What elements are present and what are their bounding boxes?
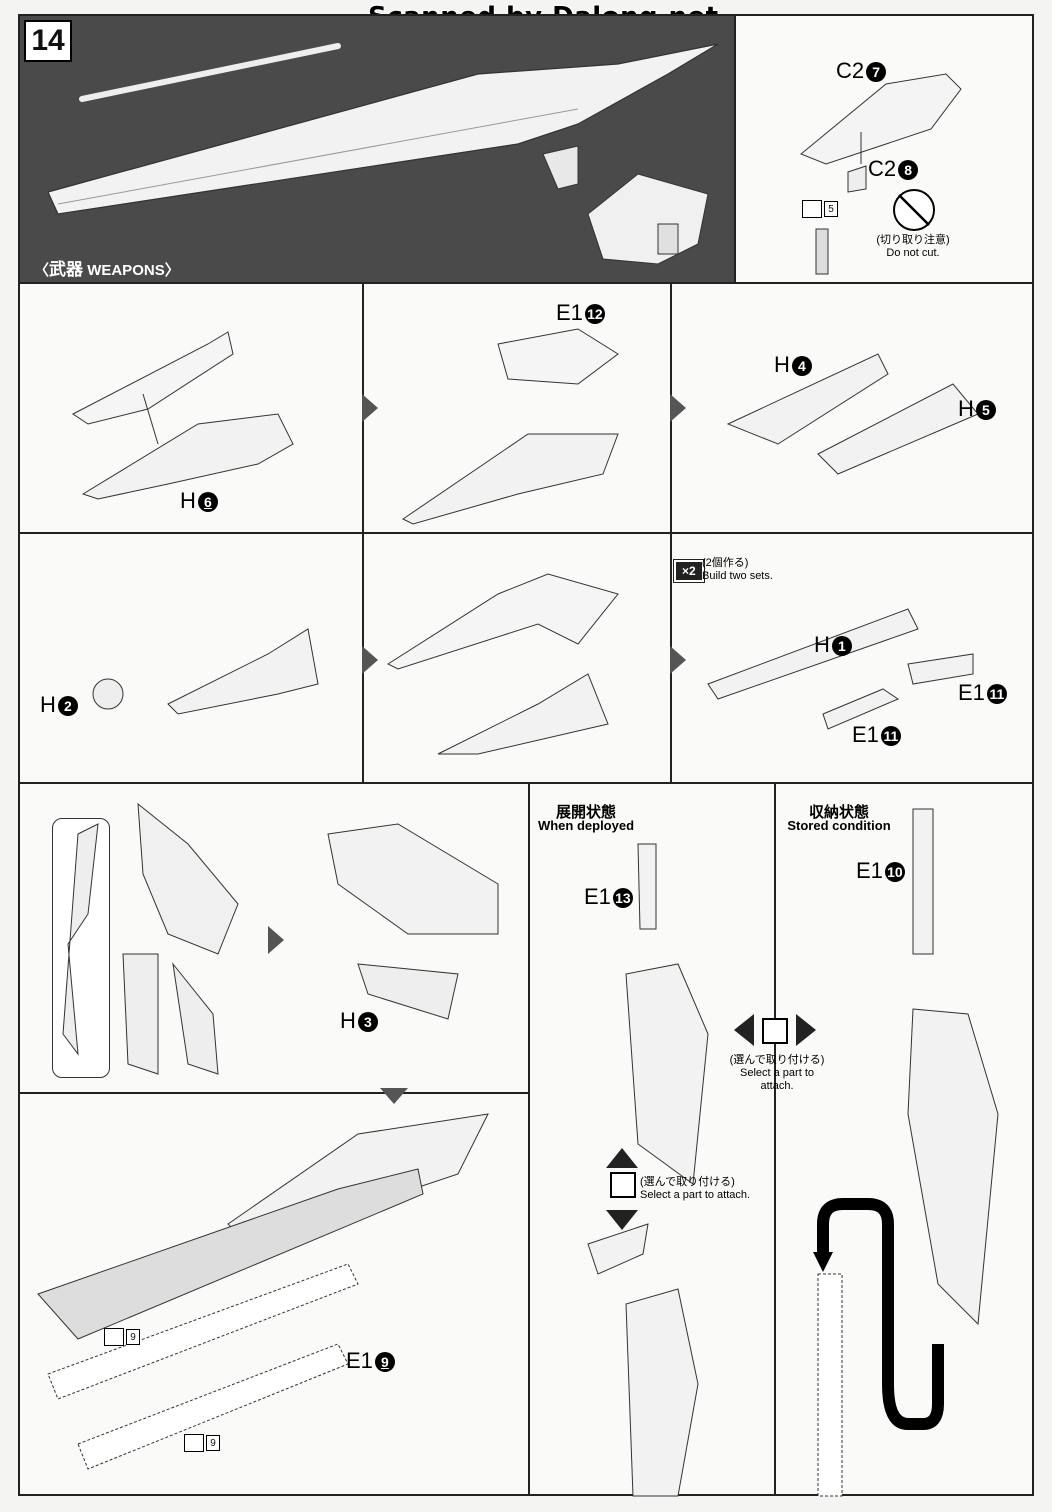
part-number-7: 7 <box>866 62 887 83</box>
row3-divider-2 <box>774 784 776 1496</box>
inset-box <box>52 818 110 1078</box>
part-number-11: 11 <box>986 684 1007 705</box>
step-arrow-icon <box>268 926 284 954</box>
cut-mark-9b: 9 <box>184 1434 220 1452</box>
do-not-cut-note: (切り取り注意)Do not cut. <box>876 234 950 259</box>
step-arrow-icon <box>362 646 378 674</box>
part-number-4: 4 <box>791 356 812 377</box>
step-arrow-icon <box>670 646 686 674</box>
part-number-12: 12 <box>584 304 605 325</box>
row1-illustrations <box>72 328 979 525</box>
part-number-8: 8 <box>898 160 919 181</box>
top-right-panel <box>736 14 1034 284</box>
part-c2-illustration <box>800 73 962 275</box>
part-number-1: 1 <box>831 636 852 657</box>
part-number-5: 5 <box>975 400 996 421</box>
vertical-select-arrow-icon <box>606 1148 638 1230</box>
part-number-11: 11 <box>880 726 901 747</box>
select-note-deployed: (選んで取り付ける)Select a part to attach. <box>640 1176 751 1201</box>
horizontal-select-arrow-icon <box>734 1014 816 1046</box>
row2-illustrations <box>92 573 974 755</box>
row3-illustrations <box>37 802 999 1497</box>
part-number-9: 9 <box>374 1352 395 1373</box>
part-number-13: 13 <box>612 888 633 909</box>
part-number-3: 3 <box>357 1012 378 1033</box>
cut-mark-5: 5 <box>802 200 838 218</box>
weapons-title: 〈武器 WEAPONS〉 <box>34 260 180 279</box>
down-arrow-icon <box>380 1088 408 1104</box>
cut-mark-9a: 9 <box>104 1328 140 1346</box>
build-two-note: (2個作る)Build two sets. <box>702 557 773 582</box>
nipper-icon <box>184 1434 204 1452</box>
step-arrow-icon <box>362 394 378 422</box>
row3-hdivider <box>18 1092 530 1094</box>
part-number-6: 6 <box>197 492 218 513</box>
row3-divider-1 <box>528 784 530 1496</box>
nipper-icon <box>104 1328 124 1346</box>
weapons-en: WEAPONS <box>87 262 165 279</box>
build-two-badge: ×2 <box>673 559 705 583</box>
nipper-icon <box>802 200 822 218</box>
step-arrow-icon <box>670 394 686 422</box>
select-note-stored: (選んで取り付ける)Select a part to attach. <box>729 1054 825 1092</box>
weapons-jp: 武器 <box>49 260 84 279</box>
part-number-10: 10 <box>884 862 905 883</box>
step-number: 14 <box>24 20 72 62</box>
weapons-illustration <box>47 43 719 265</box>
part-number-2: 2 <box>57 696 78 717</box>
